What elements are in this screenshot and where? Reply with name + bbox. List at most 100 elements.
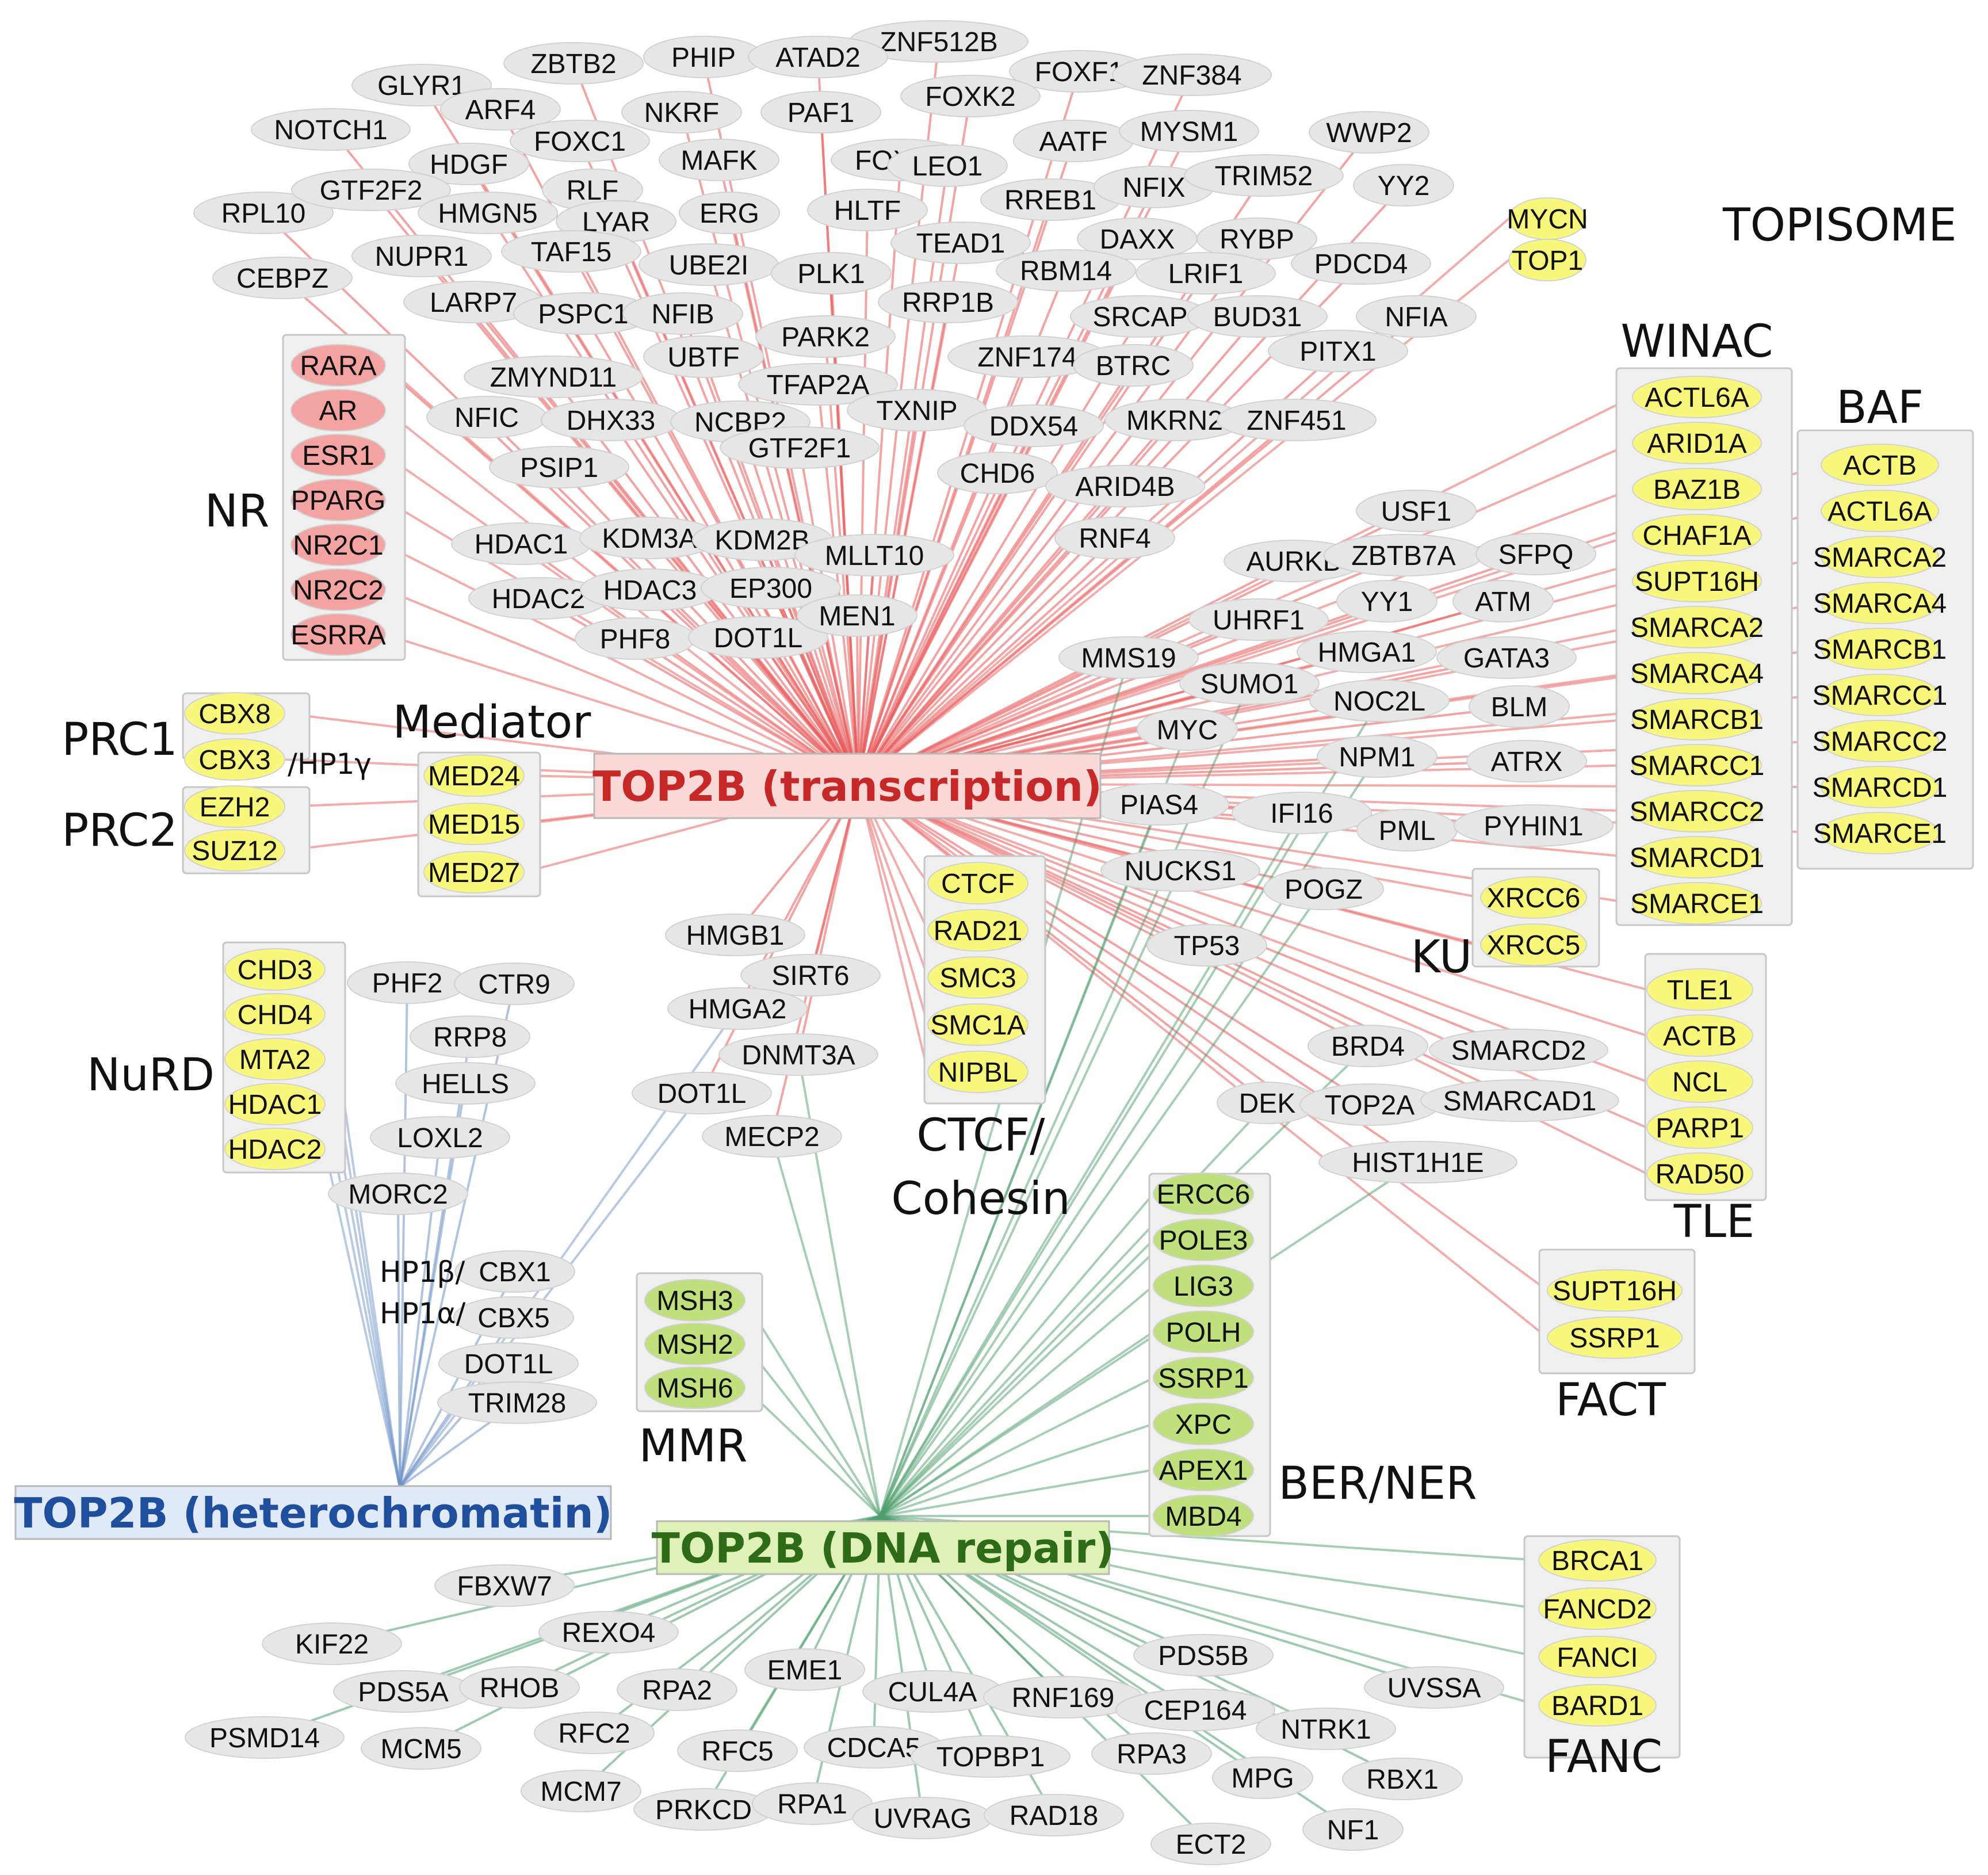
node-ubtf[interactable]: UBTF xyxy=(643,335,764,378)
node-nfia[interactable]: NFIA xyxy=(1356,295,1477,338)
node-psip1[interactable]: PSIP1 xyxy=(489,446,629,488)
group-fanc-node-brca1[interactable]: BRCA1 xyxy=(1538,1539,1657,1582)
node-mecp2[interactable]: MECP2 xyxy=(702,1115,842,1158)
node-mkrn2[interactable]: MKRN2 xyxy=(1104,399,1245,441)
node-cul4a[interactable]: CUL4A xyxy=(862,1670,1003,1713)
node-trim52[interactable]: TRIM52 xyxy=(1184,154,1344,197)
node-srcap[interactable]: SRCAP xyxy=(1070,295,1210,338)
group-tle-node-tle1[interactable]: TLE1 xyxy=(1646,968,1753,1011)
group-nr-node-ar[interactable]: AR xyxy=(290,389,386,431)
node-mysm1[interactable]: MYSM1 xyxy=(1119,110,1259,152)
node-rhob[interactable]: RHOB xyxy=(459,1666,580,1709)
node-hmga1[interactable]: HMGA1 xyxy=(1297,631,1437,673)
node-tead1[interactable]: TEAD1 xyxy=(890,222,1031,264)
group-ku-node-xrcc5[interactable]: XRCC5 xyxy=(1480,923,1587,966)
node-pias4[interactable]: PIAS4 xyxy=(1089,783,1229,826)
group-tle-node-actb[interactable]: ACTB xyxy=(1646,1014,1753,1057)
group-mediator-node-med15[interactable]: MED15 xyxy=(423,803,525,845)
group-nurd-node-mta2[interactable]: MTA2 xyxy=(224,1038,326,1080)
node-nfix[interactable]: NFIX xyxy=(1094,166,1214,208)
node-cebpz[interactable]: CEBPZ xyxy=(212,257,353,299)
group-baf-node-smarce1[interactable]: SMARCE1 xyxy=(1813,812,1947,854)
group-topisome-node-top1[interactable]: TOP1 xyxy=(1508,239,1586,281)
group-mediator-node-med27[interactable]: MED27 xyxy=(423,851,525,893)
node-foxf1[interactable]: FOXF1 xyxy=(1009,50,1149,93)
node-uhrf1[interactable]: UHRF1 xyxy=(1188,598,1329,641)
node-paf1[interactable]: PAF1 xyxy=(760,91,881,133)
node-rybp[interactable]: RYBP xyxy=(1196,217,1317,260)
group-baf-node-smarcd1[interactable]: SMARCD1 xyxy=(1813,766,1948,808)
group-nurd-node-chd3[interactable]: CHD3 xyxy=(224,948,326,991)
node-morc2[interactable]: MORC2 xyxy=(328,1173,468,1215)
group-nr-node-pparg[interactable]: PPARG xyxy=(290,479,386,521)
node-larp7[interactable]: LARP7 xyxy=(403,281,544,323)
node-kdm3a[interactable]: KDM3A xyxy=(579,517,720,559)
node-atm[interactable]: ATM xyxy=(1452,580,1554,623)
node-hmgn5[interactable]: HMGN5 xyxy=(418,192,558,234)
node-nfib[interactable]: NFIB xyxy=(622,292,743,335)
group-nurd-node-chd4[interactable]: CHD4 xyxy=(224,993,326,1036)
node-prkcd[interactable]: PRKCD xyxy=(633,1788,774,1831)
node-rbm14[interactable]: RBM14 xyxy=(996,249,1136,292)
node-nupr1[interactable]: NUPR1 xyxy=(351,235,492,277)
group-winac-node-arid1a[interactable]: ARID1A xyxy=(1632,422,1762,464)
node-rfc2[interactable]: RFC2 xyxy=(534,1712,655,1754)
group-nr-node-nr2c2[interactable]: NR2C2 xyxy=(290,568,386,611)
node-mpg[interactable]: MPG xyxy=(1212,1756,1313,1799)
node-gtf2f1[interactable]: GTF2F1 xyxy=(720,426,880,469)
node-ifi16[interactable]: IFI16 xyxy=(1232,792,1372,834)
node-psmd14[interactable]: PSMD14 xyxy=(185,1716,345,1759)
node-rpa1[interactable]: RPA1 xyxy=(752,1782,873,1825)
group-prc1-node-cbx8[interactable]: CBX8 xyxy=(184,692,285,735)
node-hells[interactable]: HELLS xyxy=(395,1062,536,1105)
group-ctcf-node-ctcf[interactable]: CTCF xyxy=(927,862,1029,904)
group-nurd-node-hdac1[interactable]: HDAC1 xyxy=(224,1083,326,1125)
node-tfap2a[interactable]: TFAP2A xyxy=(738,363,898,406)
node-pds5b[interactable]: PDS5B xyxy=(1133,1634,1274,1677)
node-dnmt3a[interactable]: DNMT3A xyxy=(718,1033,878,1076)
node-ctr9[interactable]: CTR9 xyxy=(454,963,575,1005)
group-ctcf-node-rad21[interactable]: RAD21 xyxy=(927,909,1029,952)
node-daxx[interactable]: DAXX xyxy=(1077,217,1198,260)
node-plk1[interactable]: PLK1 xyxy=(771,252,892,295)
node-znf174[interactable]: ZNF174 xyxy=(947,335,1107,378)
node-mms19[interactable]: MMS19 xyxy=(1058,636,1199,679)
node-dot1l[interactable]: DOT1L xyxy=(688,616,828,659)
group-winac-node-smarcd1[interactable]: SMARCD1 xyxy=(1630,836,1765,879)
node-phf8[interactable]: PHF8 xyxy=(575,617,695,660)
node-znf451[interactable]: ZNF451 xyxy=(1217,399,1377,441)
node-ntrk1[interactable]: NTRK1 xyxy=(1256,1708,1396,1750)
group-ctcf-node-nipbl[interactable]: NIPBL xyxy=(927,1051,1029,1093)
node-men1[interactable]: MEN1 xyxy=(797,594,917,637)
node-sfpq[interactable]: SFPQ xyxy=(1475,533,1596,575)
group-bernr-node-polh[interactable]: POLH xyxy=(1153,1311,1254,1353)
node-hmgb1[interactable]: HMGB1 xyxy=(665,914,805,956)
node-smarcad1[interactable]: SMARCAD1 xyxy=(1420,1079,1619,1122)
group-tle-node-parp1[interactable]: PARP1 xyxy=(1646,1106,1753,1149)
group-winac-node-baz1b[interactable]: BAZ1B xyxy=(1632,468,1762,510)
node-nf1[interactable]: NF1 xyxy=(1302,1808,1404,1851)
group-bernr-node-ssrp1[interactable]: SSRP1 xyxy=(1153,1357,1254,1399)
node-rbx1[interactable]: RBX1 xyxy=(1342,1758,1463,1800)
group-ctcf-node-smc1a[interactable]: SMC1A xyxy=(927,1003,1029,1046)
group-prc2-node-suz12[interactable]: SUZ12 xyxy=(184,829,285,872)
node-gata3[interactable]: GATA3 xyxy=(1436,636,1577,679)
node-rrp8[interactable]: RRP8 xyxy=(410,1015,530,1058)
node-hdac3[interactable]: HDAC3 xyxy=(580,568,720,611)
node-myc[interactable]: MYC xyxy=(1137,708,1238,751)
node-dot1l[interactable]: DOT1L xyxy=(438,1342,579,1385)
node-ep300[interactable]: EP300 xyxy=(701,567,841,609)
node-zbtb2[interactable]: ZBTB2 xyxy=(503,42,644,85)
node-bud31[interactable]: BUD31 xyxy=(1187,295,1328,338)
node-dhx33[interactable]: DHX33 xyxy=(541,399,681,441)
group-fact-node-ssrp1[interactable]: SSRP1 xyxy=(1547,1316,1683,1359)
hub-transcription[interactable]: TOP2B (transcription) xyxy=(592,753,1102,819)
group-nr-node-esr1[interactable]: ESR1 xyxy=(290,434,386,476)
group-prc1-node-cbx3[interactable]: CBX3 xyxy=(184,738,285,781)
group-bernr-node-mbd4[interactable]: MBD4 xyxy=(1153,1495,1254,1537)
node-pdcd4[interactable]: PDCD4 xyxy=(1291,242,1431,285)
node-brd4[interactable]: BRD4 xyxy=(1308,1025,1428,1067)
group-mmr-node-msh2[interactable]: MSH2 xyxy=(644,1323,746,1365)
node-hmga2[interactable]: HMGA2 xyxy=(667,987,808,1030)
group-mmr-node-msh6[interactable]: MSH6 xyxy=(644,1366,746,1409)
